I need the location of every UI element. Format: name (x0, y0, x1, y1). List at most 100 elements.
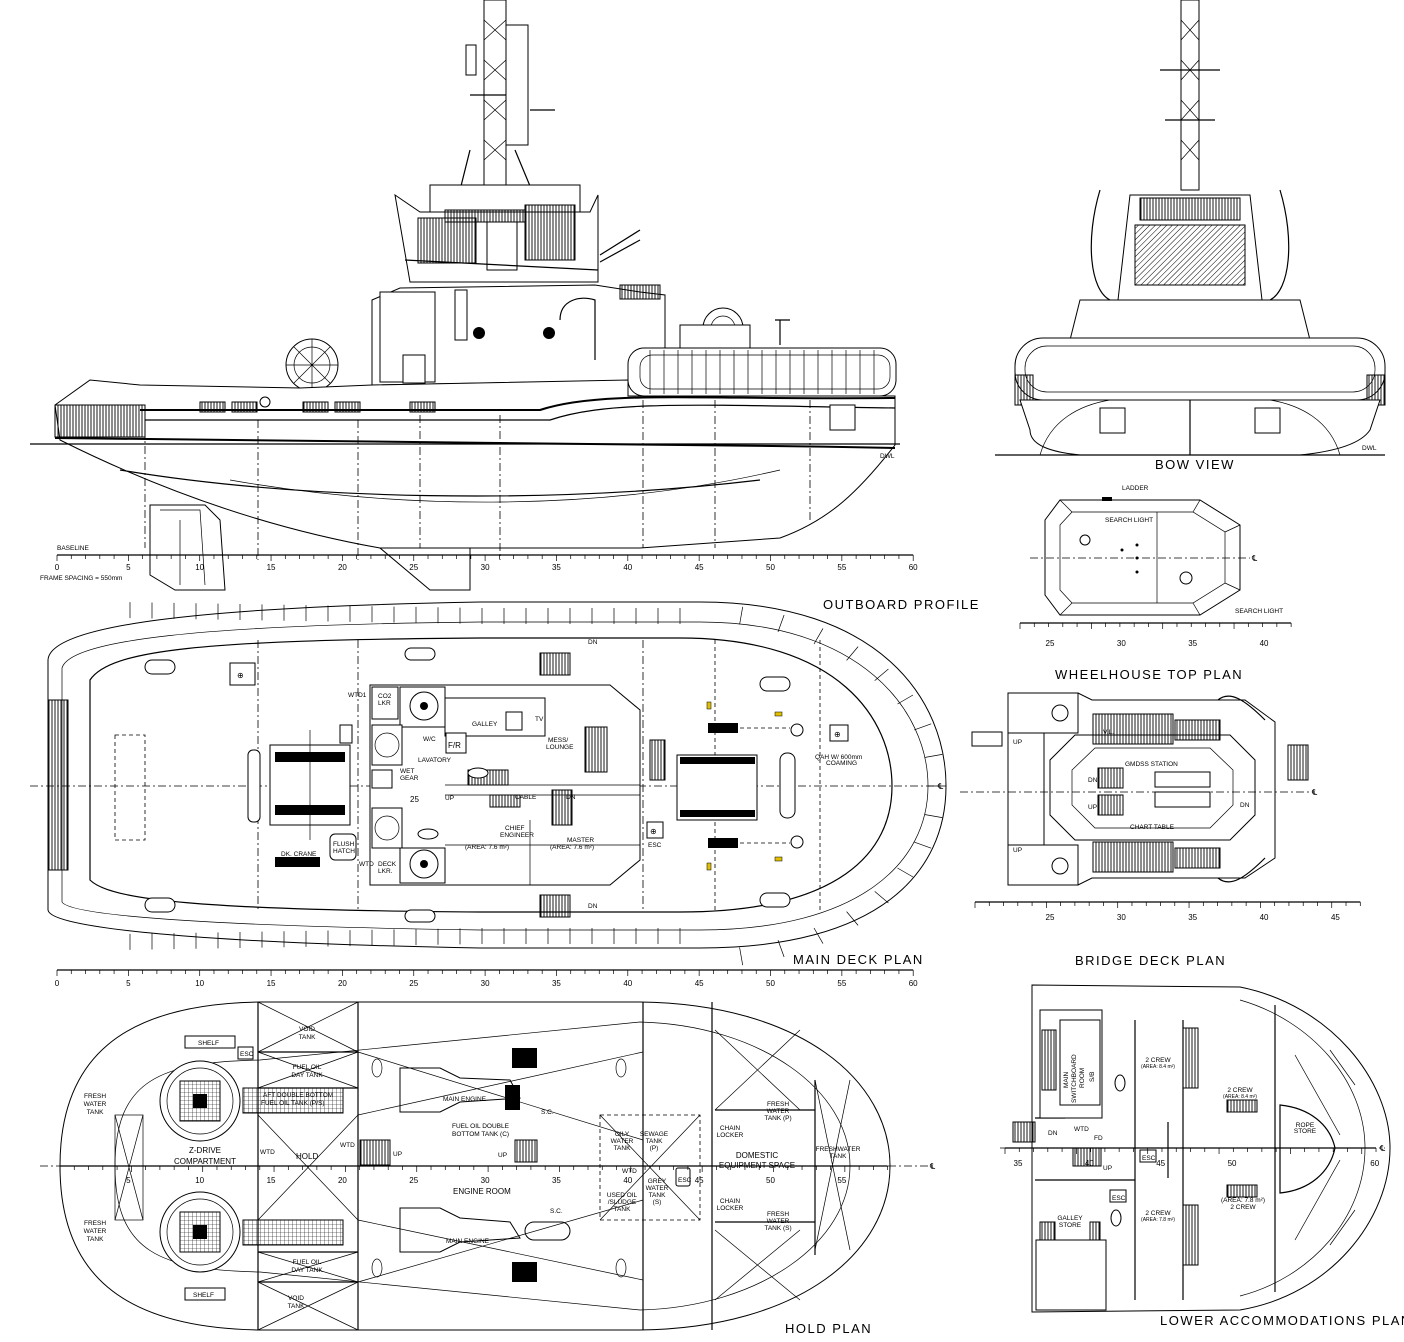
deckhouse (371, 229, 666, 386)
mast (454, 0, 555, 213)
scale-label: 40 (623, 979, 632, 988)
gmdss-label: GMDSS STATION (1125, 761, 1178, 768)
scale-label: 35 (552, 979, 561, 988)
main-deck-plan-title: MAIN DECK PLAN (793, 952, 924, 967)
scale-label: 15 (267, 1176, 276, 1185)
scale-label: 35 (1188, 639, 1197, 648)
hull: DWL (30, 379, 900, 591)
search-light-label-1: SEARCH LIGHT (1105, 517, 1153, 524)
scale-label: 20 (338, 1176, 347, 1185)
scale-label: 55 (837, 979, 846, 988)
baseline-label: BASELINE (57, 545, 89, 552)
wheelhouse-top-plan-title: WHEELHOUSE TOP PLAN (1055, 667, 1243, 682)
scale-label: 35 (552, 563, 561, 572)
galley-label: GALLEY (472, 721, 498, 728)
main-engine-stbd (399, 1207, 571, 1282)
scale-label: 30 (1117, 639, 1126, 648)
centerline-mark: ℄ (1251, 554, 1258, 563)
scale-label: 30 (481, 1176, 490, 1185)
scale-label: 5 (126, 563, 131, 572)
chart-table-label: CHART TABLE (1130, 824, 1175, 831)
bollards (144, 647, 791, 923)
scale-label: 50 (1228, 1159, 1237, 1168)
stair-port (539, 652, 571, 676)
lavatory-label: LAVATORY (418, 757, 452, 764)
dn-port-label: DN (588, 639, 598, 646)
scale-label: 60 (1370, 1159, 1379, 1168)
wheelhouse-frame-scale: 25 30 35 40 (1019, 622, 1292, 648)
scale-label: 45 (1331, 913, 1340, 922)
svg-text:⊕: ⊕ (834, 730, 841, 739)
vl-label: V.L. (1103, 729, 1114, 736)
scale-label: 40 (623, 563, 632, 572)
svg-text:(AREA: 7.8 m²)2 CREW: (AREA: 7.8 m²)2 CREW (1221, 1197, 1265, 1211)
dk-crane-label: DK. CRANE (281, 851, 317, 858)
search-light-label-2: SEARCH LIGHT (1235, 608, 1283, 615)
anchor-winch-plan: ⊕ ⊕ (646, 701, 849, 871)
scale-label: 50 (766, 979, 775, 988)
esc-label: ESC (648, 842, 662, 849)
scale-label: 40 (623, 1176, 632, 1185)
frame-spacing-label: FRAME SPACING = 550mm (40, 575, 122, 582)
deckhouse-plan (369, 684, 641, 886)
bow-fender-section (1014, 337, 1386, 401)
ladder-label: LADDER (1122, 485, 1149, 492)
main-deck-plan: ℄ ⊕ (30, 601, 947, 988)
dn-label-2: DN (1240, 802, 1250, 809)
scale-label: 40 (1260, 639, 1269, 648)
chief-area-label: (AREA: 7.6 m²) (465, 844, 509, 851)
scale-label: 0 (55, 563, 60, 572)
svg-text:ESC: ESC (678, 1177, 692, 1184)
dwl-label: DWL (880, 453, 895, 460)
dn-label-1: DN (1088, 777, 1098, 784)
lower-accom-centerline: ℄ (1379, 1144, 1386, 1153)
wtd-label: WTD (359, 861, 374, 868)
svg-text:WTD: WTD (340, 1142, 355, 1149)
svg-text:FD: FD (1094, 1135, 1103, 1142)
scale-label: 15 (267, 563, 276, 572)
svg-text:2 CREW(AREA: 7.8 m²): 2 CREW(AREA: 7.8 m²) (1141, 1210, 1175, 1223)
z-drive-stbd (159, 1191, 241, 1273)
svg-text:UP: UP (498, 1152, 507, 1159)
svg-text:MAINSWITCHBOARDROOM: MAINSWITCHBOARDROOM (1063, 1054, 1086, 1103)
wheelhouse-top-plan: LADDER SEARCH LIGHT SEARCH LIGHT ℄ 25 30 3… (1019, 485, 1292, 682)
frame-25-label: 25 (410, 795, 419, 804)
scale-label: 40 (1260, 913, 1269, 922)
scale-label: 60 (909, 563, 918, 572)
scale-label: 55 (837, 563, 846, 572)
up-label-2: UP (1013, 847, 1022, 854)
scale-label: 5 (126, 1176, 131, 1185)
scale-label: 40 (1085, 1159, 1094, 1168)
scale-label: 25 (1046, 639, 1055, 648)
scale-label: 45 (1156, 1159, 1165, 1168)
fr-label: F/R (448, 741, 461, 750)
outboard-profile-title: OUTBOARD PROFILE (823, 597, 980, 612)
scale-label: 10 (195, 979, 204, 988)
up-label-1: UP (1013, 739, 1022, 746)
lower-accommodations-plan: ℄ MAINSWITCHBOARDROOM S/B DN WTD FD UP E… (1000, 984, 1404, 1328)
scale-label: 20 (338, 979, 347, 988)
scale-label: 30 (481, 563, 490, 572)
scale-label: 25 (409, 979, 418, 988)
svg-text:WTD: WTD (622, 1168, 637, 1175)
dn-stbd-label: DN (588, 903, 598, 910)
bow-fender (627, 347, 897, 397)
hold-centerline: ℄ (929, 1162, 936, 1171)
